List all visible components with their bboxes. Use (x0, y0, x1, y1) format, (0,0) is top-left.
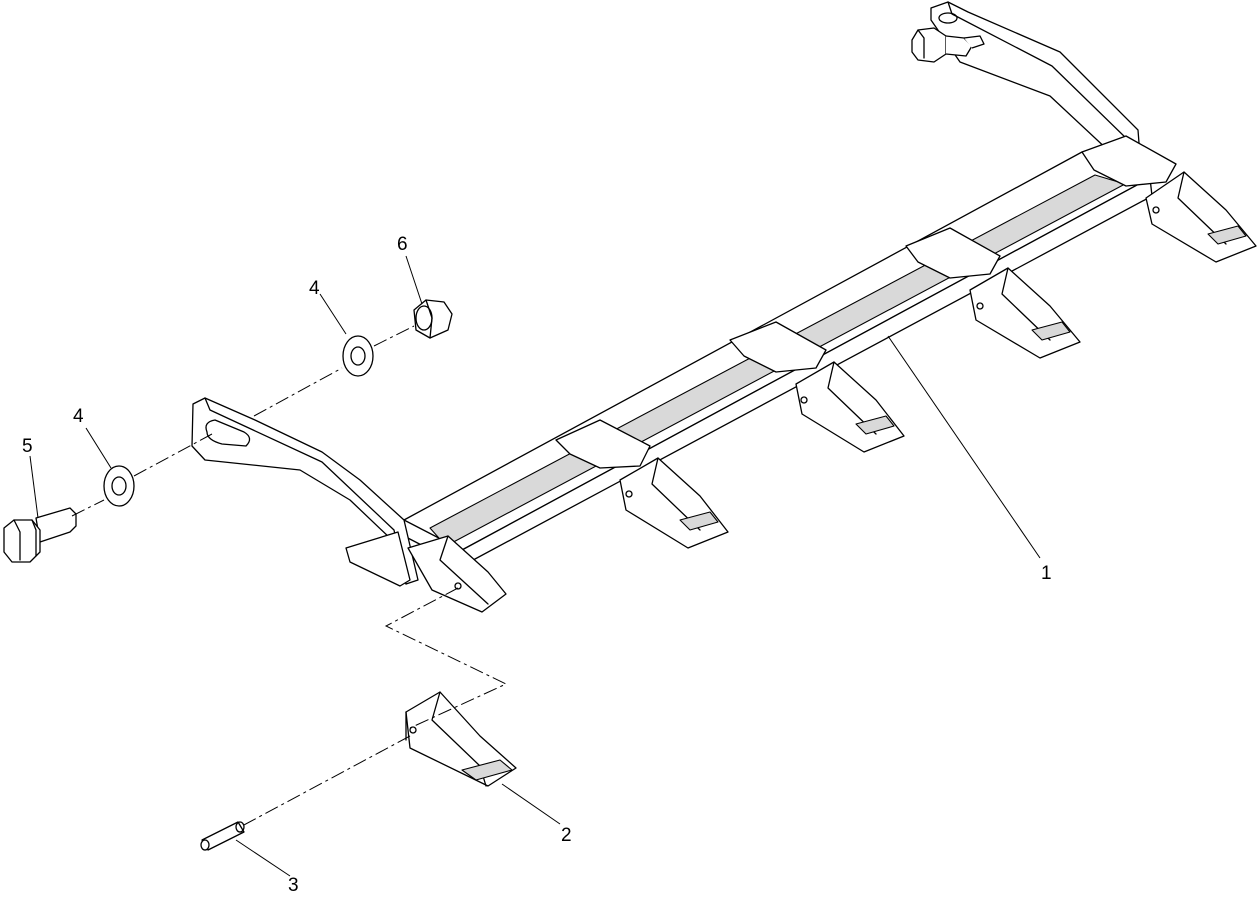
leader-lines (29, 255, 1041, 877)
guard-5 (1081, 135, 1257, 263)
callout-5: 5 (22, 436, 33, 457)
roll-pin (200, 821, 245, 851)
guard-2 (555, 419, 729, 549)
guard-1 (345, 531, 507, 613)
washer-right (342, 335, 374, 377)
callout-4-left: 4 (73, 406, 84, 427)
callout-2: 2 (561, 825, 572, 846)
callout-4-right: 4 (309, 278, 320, 299)
guard-4 (905, 227, 1081, 359)
right-bracket-bolt (911, 27, 985, 63)
hex-nut (413, 299, 453, 339)
hex-bolt (3, 507, 77, 563)
callout-1: 1 (1041, 563, 1052, 584)
loose-guard-part (405, 691, 517, 787)
callout-3: 3 (288, 875, 299, 896)
callout-6: 6 (397, 234, 408, 255)
washer-left (103, 465, 135, 507)
right-mounting-bracket (930, 1, 1141, 157)
assembly-center-lines (71, 325, 508, 827)
guard-3 (729, 321, 905, 453)
